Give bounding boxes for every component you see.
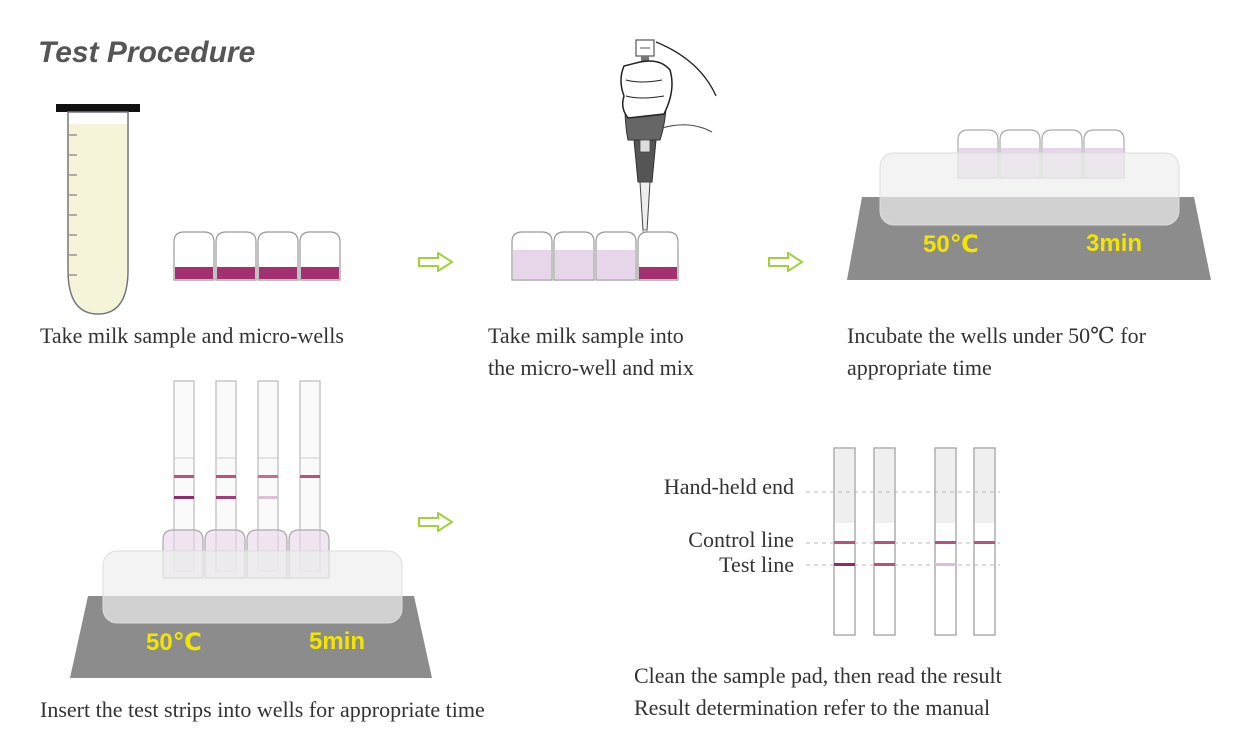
micro-wells-mixing: [511, 231, 679, 281]
step4-caption: Insert the test strips into wells for ap…: [40, 697, 485, 722]
pipette: [620, 39, 717, 263]
step3-duration: 3min: [1086, 230, 1143, 257]
step3-caption: Incubate the wells under 50℃ for appropr…: [847, 323, 1146, 380]
step3-temperature: 50℃: [923, 231, 979, 258]
step2-caption: Take milk sample into the micro-well and…: [488, 323, 694, 380]
step5-caption: Clean the sample pad, then read the resu…: [634, 663, 1002, 720]
step-arrow-1: [418, 252, 454, 272]
incubator-step4: [70, 380, 432, 678]
step-arrow-2: [768, 252, 804, 272]
step4-duration: 5min: [309, 628, 366, 655]
test-line-label: Test line: [719, 552, 794, 577]
step1-caption: Take milk sample and micro-wells: [40, 323, 344, 348]
micro-wells-reagent: [173, 231, 341, 281]
incubator-step3: [847, 129, 1211, 280]
step-arrow-3: [418, 512, 454, 532]
step4-temperature: 50℃: [146, 629, 202, 656]
result-strips: [806, 447, 1000, 636]
control-line-label: Control line: [688, 527, 794, 552]
page-title: Test Procedure: [38, 36, 256, 69]
hand-held-end-label: Hand-held end: [663, 474, 794, 499]
sample-tube: [56, 104, 140, 315]
